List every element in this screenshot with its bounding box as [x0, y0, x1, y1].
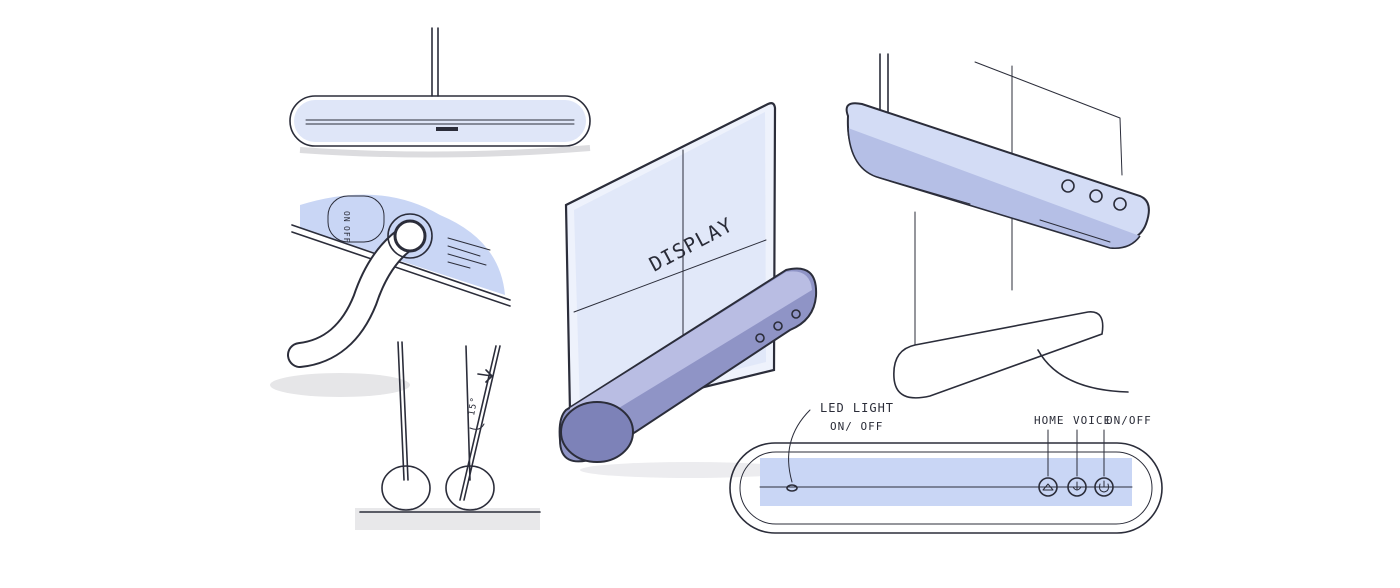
voice-button-sketch: [1067, 477, 1087, 497]
front-buttons: [1038, 477, 1114, 497]
callout-voice: VOICE: [1073, 414, 1111, 427]
switch-on-label: ON: [342, 211, 351, 223]
tilt-side-views: 15°: [355, 341, 541, 530]
callout-led-onoff: ON/ OFF: [830, 420, 883, 433]
callout-home: HOME: [1034, 414, 1065, 427]
power-button-sketch: [1094, 477, 1114, 497]
spec-notes: [447, 237, 491, 269]
callout-onoff: ON/OFF: [1106, 414, 1152, 427]
base-top-view: [289, 27, 591, 158]
front-control-bar-view: LED LIGHT ON/ OFF HOME VOICE ON/OFF: [729, 401, 1163, 534]
switch-detail-view: ON OFF: [270, 194, 511, 397]
callouts: LED LIGHT ON/ OFF HOME VOICE ON/OFF: [788, 401, 1152, 483]
tilt-angle-label: 15°: [467, 396, 480, 417]
display-hero-view: DISPLAY: [558, 102, 818, 478]
switch-labels: ON OFF: [342, 211, 351, 243]
switch-off-label: OFF: [342, 226, 351, 243]
callout-led: LED LIGHT: [820, 401, 894, 415]
home-button-sketch: [1038, 477, 1058, 497]
base-underside-view: [845, 53, 1150, 399]
